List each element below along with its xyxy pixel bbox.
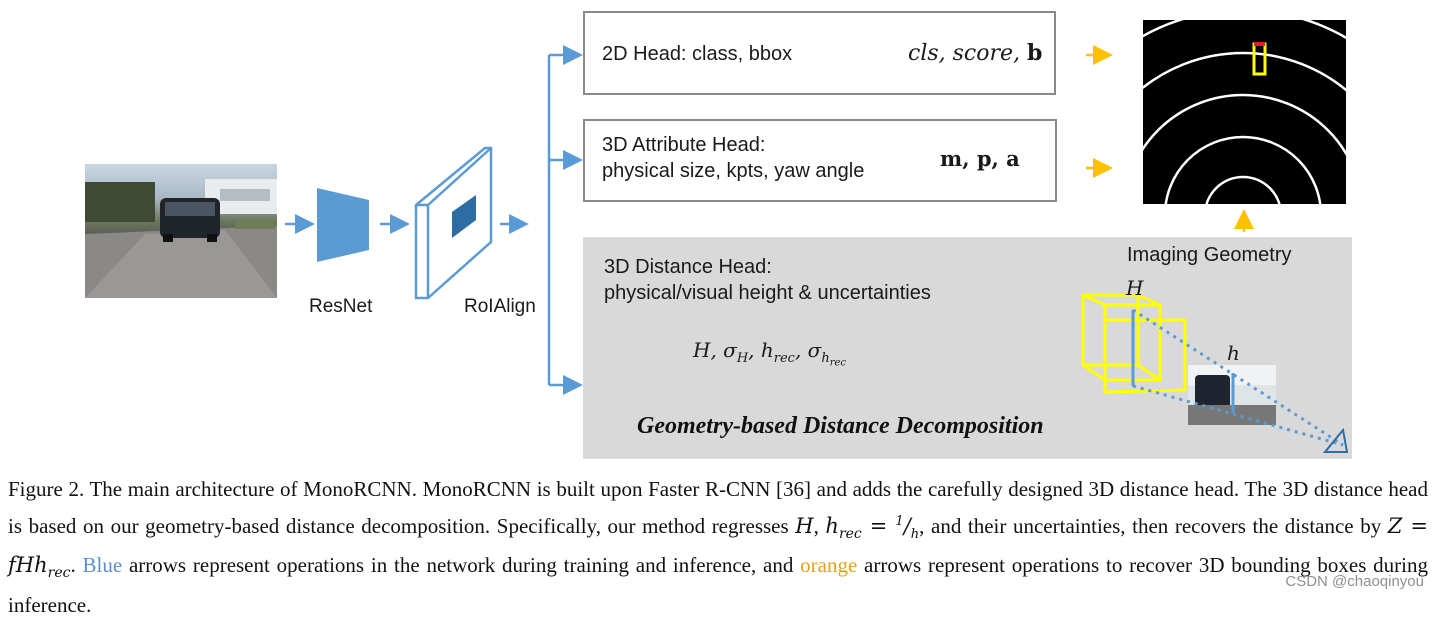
head-3d-distance-title1: 3D Distance Head: — [604, 256, 772, 278]
caption-blue-word: Blue — [82, 553, 123, 578]
cube-3d — [1081, 293, 1187, 394]
head-3d-attribute-outputs: m, p, a — [940, 146, 1020, 171]
head-3d-attribute-box — [583, 119, 1057, 202]
small-h-label: h — [1227, 341, 1240, 365]
caption-part1: Figure 2. The main architecture of MonoR… — [8, 477, 1428, 538]
resnet-label: ResNet — [309, 296, 373, 317]
resnet-shape — [317, 188, 369, 262]
head-3d-attribute-title1: 3D Attribute Head: — [602, 134, 766, 156]
watermark: CSDN @chaoqinyou — [1285, 573, 1424, 590]
roialign-label: RoIAlign — [464, 296, 536, 317]
diagram-shapes — [285, 45, 1254, 395]
head-3d-distance-panel-title: Geometry-based Distance Decomposition — [637, 413, 1044, 439]
camera-icon — [1322, 427, 1349, 453]
geometry-illustration — [1081, 293, 1349, 453]
caption-orange-word: orange — [800, 553, 858, 578]
caption-part3: . — [70, 553, 83, 578]
head-2d-title: 2D Head: class, bbox — [602, 43, 793, 65]
head-2d-outputs-bold: b — [1027, 40, 1043, 66]
head-3d-distance-outputs: H, σH, hrec, σhrec — [693, 338, 847, 369]
head-3d-distance-title2: physical/visual height & uncertainties — [604, 282, 931, 304]
caption-part2: , and their uncertainties, then recovers… — [919, 513, 1388, 538]
head-2d-box — [583, 11, 1056, 95]
head-3d-attribute-title2: physical size, kpts, yaw angle — [602, 160, 865, 182]
caption-math-z: Z = fHhrec — [8, 513, 1428, 582]
imaging-geometry-output — [1143, 20, 1346, 204]
imaging-geometry-label: Imaging Geometry — [1127, 244, 1292, 266]
caption-math-h: H — [795, 513, 814, 538]
figure-caption: Figure 2. The main architecture of MonoR… — [8, 477, 1429, 617]
big-h-label: H — [1126, 276, 1144, 300]
roialign-feature-map — [414, 146, 493, 300]
head-2d-outputs-italic: cls, score, — [908, 41, 1028, 66]
head-2d-outputs: cls, score, b — [908, 40, 1042, 66]
caption-part4: arrows represent operations in the netwo… — [122, 553, 801, 578]
architecture-diagram: 2D Head: class, bbox cls, score, b 3D At… — [8, 11, 1428, 617]
branch-connector — [547, 45, 583, 395]
input-road-image — [85, 164, 277, 298]
caption-math-hrec: hrec = 1/h — [825, 513, 920, 542]
